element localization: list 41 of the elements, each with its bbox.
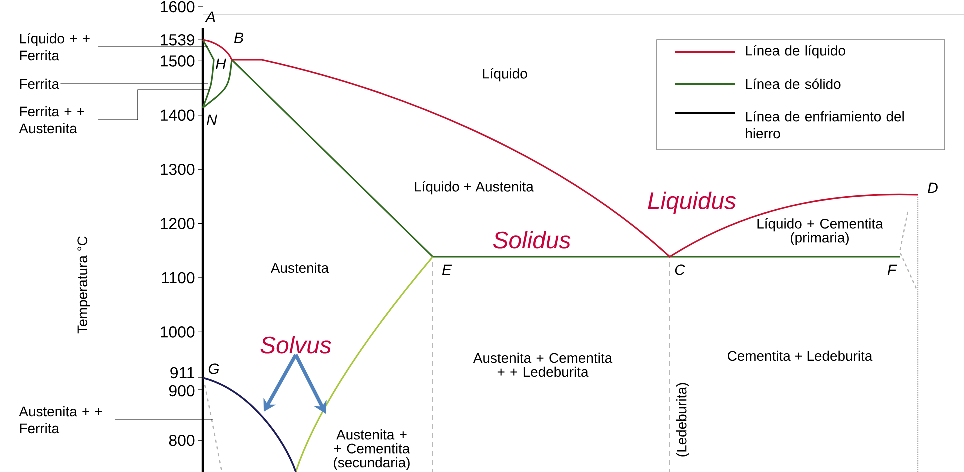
point-letter: B bbox=[234, 32, 244, 44]
leader-text: Austenita + + Ferrita bbox=[19, 406, 102, 434]
region-label: Líquido bbox=[483, 68, 528, 82]
region-label: (Ledeburita) bbox=[676, 383, 690, 457]
tick-label: 800 bbox=[169, 434, 195, 446]
legend-entry: Línea de enfriamiento del hierro bbox=[675, 111, 904, 139]
curve-label: Solvus bbox=[260, 336, 332, 354]
tick-label: 1600 bbox=[161, 1, 195, 13]
tick-label: 1500 bbox=[161, 56, 195, 67]
tick-label: 911 bbox=[170, 367, 195, 379]
point-letter: N bbox=[207, 114, 218, 126]
tick-label: 1000 bbox=[161, 326, 195, 338]
tick-label: 1300 bbox=[161, 164, 195, 176]
curve-label: Liquidus bbox=[648, 192, 736, 214]
tick-label: 1100 bbox=[162, 272, 195, 284]
tick-label: 900 bbox=[169, 385, 195, 397]
region-label: Cementita + Ledeburita bbox=[728, 350, 873, 362]
point-letter: D bbox=[928, 182, 938, 194]
point-letter: F bbox=[888, 264, 898, 276]
curve-label: Solidus bbox=[493, 231, 571, 249]
tick-label: 1200 bbox=[161, 218, 195, 230]
leader-line bbox=[98, 46, 208, 48]
region-label: Austenita + + Cementita (secundaria) bbox=[334, 430, 410, 470]
point-letter: E bbox=[442, 264, 452, 276]
point-letter: G bbox=[208, 364, 220, 374]
point-letter: A bbox=[205, 12, 216, 22]
leader-text: Ferrita bbox=[20, 78, 60, 90]
point-letter: H bbox=[216, 58, 226, 70]
region-label: Austenita + Cementita + + Ledeburita bbox=[473, 352, 613, 378]
region-label: Austenita bbox=[270, 262, 330, 274]
region-label: Líquido + Austenita bbox=[415, 181, 534, 195]
axis-title: Temperatura °C bbox=[78, 236, 90, 334]
leader-text: Ferrita + + Austenita bbox=[19, 106, 84, 134]
legend-entry: Línea de líquido bbox=[675, 45, 846, 59]
legend-entry: Línea de sólido bbox=[675, 78, 841, 90]
tick-label: 1539 bbox=[161, 34, 195, 46]
region-label: Líquido + Cementita (primaria) bbox=[758, 218, 884, 246]
tick-label: 1400 bbox=[161, 110, 195, 122]
leader-line bbox=[98, 90, 210, 120]
point-letter: C bbox=[675, 264, 686, 276]
leader-text: Líquido + + Ferrita bbox=[20, 33, 90, 61]
